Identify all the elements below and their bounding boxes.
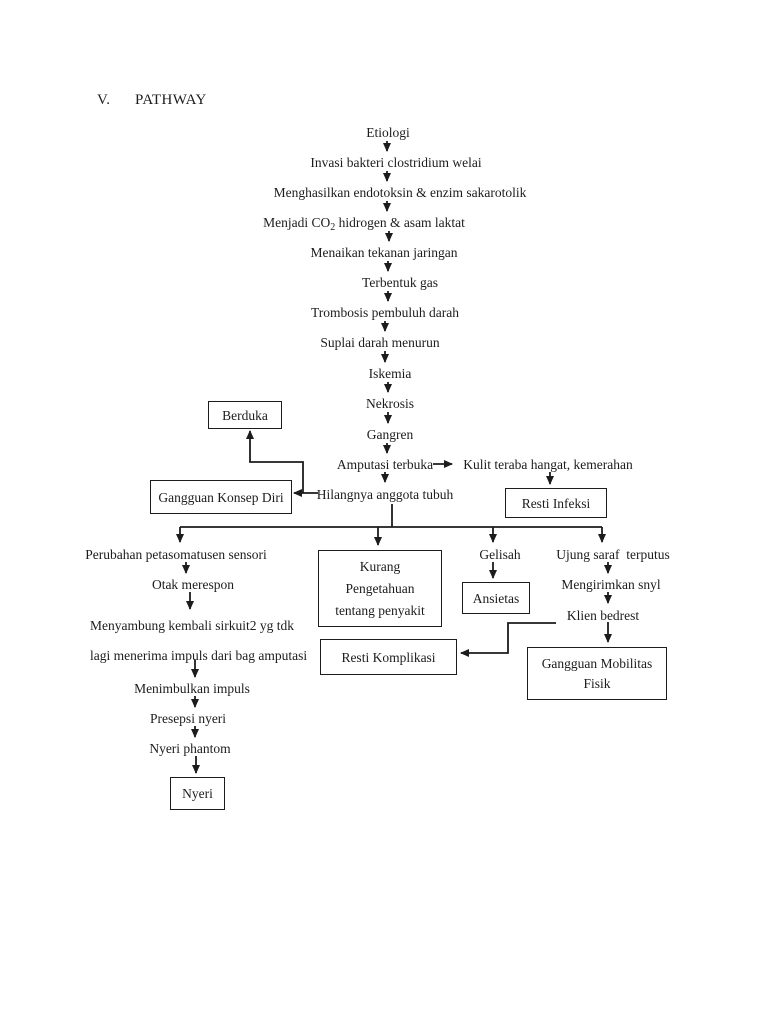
node-amputasi-terbuka: Amputasi terbuka bbox=[336, 457, 434, 472]
box-ansietas-label: Ansietas bbox=[472, 590, 520, 606]
node-perubahan-sensori: Perubahan petasomatusen sensori bbox=[85, 547, 267, 562]
node-trombosis: Trombosis pembuluh darah bbox=[311, 305, 459, 320]
box-resti-infeksi: Resti Infeksi bbox=[505, 488, 607, 518]
box-gangguan-mobilitas: Gangguan Mobilitas Fisik bbox=[527, 647, 667, 700]
box-gangguan-konsep-diri-label: Gangguan Konsep Diri bbox=[158, 489, 284, 505]
node-menjadi-co2: Menjadi CO2 hidrogen & asam laktat bbox=[263, 215, 465, 235]
node-menimbulkan-impuls: Menimbulkan impuls bbox=[134, 681, 250, 696]
node-ujung-saraf: Ujung saraf terputus bbox=[556, 547, 670, 562]
node-presepsi-nyeri: Presepsi nyeri bbox=[149, 711, 227, 726]
box-berduka-label: Berduka bbox=[222, 407, 268, 423]
node-iskemia: Iskemia bbox=[368, 366, 412, 381]
box-kurang-line1: Kurang bbox=[359, 558, 401, 574]
box-resti-komplikasi-label: Resti Komplikasi bbox=[341, 649, 436, 665]
box-mobilitas-line1: Gangguan Mobilitas bbox=[541, 655, 653, 671]
box-kurang-pengetahuan: Kurang Pengetahuan tentang penyakit bbox=[318, 550, 442, 627]
node-nekrosis: Nekrosis bbox=[366, 396, 414, 411]
box-mobilitas-line2: Fisik bbox=[583, 675, 611, 691]
box-gangguan-konsep-diri: Gangguan Konsep Diri bbox=[150, 480, 292, 514]
node-invasi-bakteri: Invasi bakteri clostridium welai bbox=[310, 155, 482, 170]
node-menghasilkan-endotoksin: Menghasilkan endotoksin & enzim sakaroto… bbox=[273, 185, 527, 200]
node-etiologi: Etiologi bbox=[366, 125, 410, 140]
box-resti-infeksi-label: Resti Infeksi bbox=[521, 495, 591, 511]
box-kurang-line3: tentang penyakit bbox=[335, 602, 425, 618]
node-mengirimkan-snyl: Mengirimkan snyl bbox=[561, 577, 661, 592]
title-text: PATHWAY bbox=[135, 92, 207, 108]
node-klien-bedrest: Klien bedrest bbox=[566, 608, 640, 623]
box-nyeri: Nyeri bbox=[170, 777, 225, 810]
title-numeral: V. bbox=[97, 92, 111, 108]
box-berduka: Berduka bbox=[208, 401, 282, 429]
node-suplai-darah: Suplai darah menurun bbox=[320, 335, 440, 350]
menjadi-prefix: Menjadi CO bbox=[263, 215, 331, 230]
node-gangren: Gangren bbox=[366, 427, 414, 442]
menjadi-suffix: hidrogen & asam laktat bbox=[335, 215, 465, 230]
box-resti-komplikasi: Resti Komplikasi bbox=[320, 639, 457, 675]
arrow-elbow-berduka bbox=[246, 430, 304, 493]
node-nyeri-phantom: Nyeri phantom bbox=[149, 741, 231, 756]
node-otak-merespon: Otak merespon bbox=[151, 577, 235, 592]
node-gelisah: Gelisah bbox=[479, 547, 521, 562]
node-hilangnya-anggota: Hilangnya anggota tubuh bbox=[316, 487, 454, 502]
node-menaikan-tekanan: Menaikan tekanan jaringan bbox=[310, 245, 458, 260]
node-menyambung-line2: lagi menerima impuls dari bag amputasi bbox=[90, 648, 308, 663]
box-nyeri-label: Nyeri bbox=[182, 786, 213, 801]
node-kulit-teraba: Kulit teraba hangat, kemerahan bbox=[463, 457, 633, 472]
arrow-klien-resti-komplikasi bbox=[460, 622, 556, 657]
box-ansietas: Ansietas bbox=[462, 582, 530, 614]
node-menyambung-line1: Menyambung kembali sirkuit2 yg tdk bbox=[90, 618, 294, 633]
node-terbentuk-gas: Terbentuk gas bbox=[362, 275, 438, 290]
box-kurang-line2: Pengetahuan bbox=[345, 580, 415, 596]
page-title: V. PATHWAY bbox=[97, 92, 207, 109]
co2-subscript: 2 bbox=[330, 222, 336, 233]
